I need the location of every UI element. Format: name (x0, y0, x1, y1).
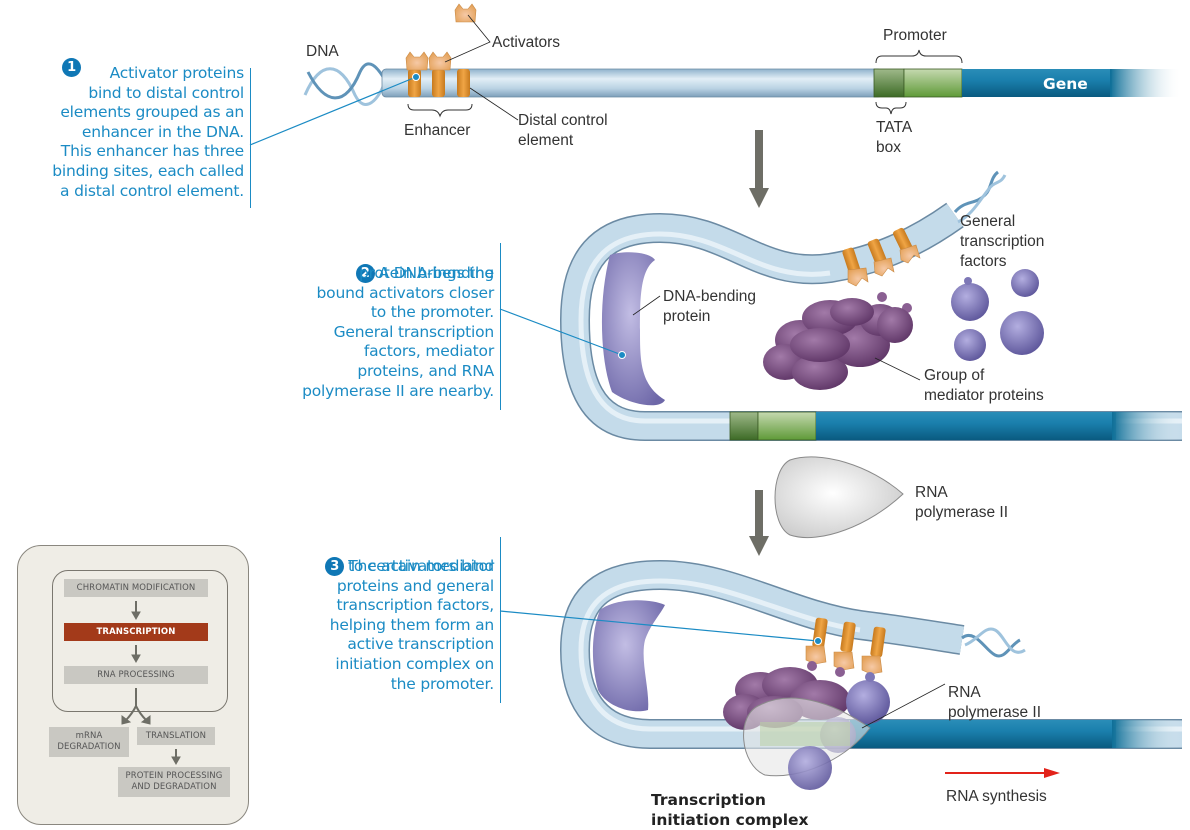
panel-1 (249, 3, 1182, 146)
rna-synthesis-label: RNA synthesis (946, 788, 1047, 805)
panel-3 (499, 559, 1184, 790)
activator-protein (805, 645, 827, 665)
general-transcription-factors (951, 269, 1044, 361)
step-1-number-wrap: 1 (62, 38, 85, 77)
activator-protein (405, 51, 429, 71)
activators-label: Activators (492, 34, 561, 51)
activator-protein (899, 244, 921, 264)
gene-segment (816, 412, 1116, 440)
panel-2 (499, 170, 1184, 539)
step-arrow (749, 490, 769, 556)
gene-segment (850, 720, 1116, 748)
step-3-first-line: The activators bind (348, 556, 494, 575)
step-1-text: Activator proteins bind to distal contro… (52, 64, 244, 200)
step-2-badge: 2 (355, 263, 375, 283)
promoter-segment (903, 68, 963, 98)
distal-control-element (432, 69, 445, 97)
transcription-initiation-complex-label: Transcription initiation complex (651, 791, 809, 829)
rna-synthesis-arrow (945, 768, 1060, 778)
activator-protein (454, 3, 477, 23)
rna-polymerase-label-3: RNA polymerase II (948, 684, 1042, 721)
enhancer-brace (407, 103, 473, 118)
general-transcription-factor (846, 680, 890, 724)
gene-segment (962, 69, 1112, 97)
tata-brace (875, 101, 907, 115)
flow-mrna-degradation: mRNA DEGRADATION (49, 727, 129, 757)
distal-control-element (408, 69, 421, 97)
activator-protein (833, 651, 855, 671)
step-3-bar (500, 537, 501, 703)
dna-bending-protein (601, 252, 665, 406)
rna-polymerase-label: RNA polymerase II (915, 484, 1009, 521)
promoter-brace (875, 49, 963, 64)
step-2-first-line: A DNA-bending (378, 263, 495, 282)
flow-rna-processing: RNA PROCESSING (64, 666, 208, 684)
step-3-text: to certain mediator proteins and general… (329, 557, 494, 693)
flowchart-arrows (121, 601, 181, 766)
mediator-group-label: Group of mediator proteins (924, 367, 1044, 404)
mediator-protein-group (763, 292, 913, 390)
enhancer-label: Enhancer (404, 122, 471, 139)
step-2-text: protein brings the bound activators clos… (302, 264, 494, 400)
step-1-badge: 1 (62, 57, 81, 77)
general-transcription-factors-label: General transcription factors (960, 213, 1045, 270)
activator-protein (428, 51, 452, 71)
activator-protein (873, 257, 895, 277)
activator-protein (847, 267, 869, 287)
dna-bending-protein (592, 600, 665, 712)
gene-expression-flowchart: CHROMATIN MODIFICATION TRANSCRIPTION RNA… (17, 545, 249, 825)
rna-polymerase-ii (774, 456, 904, 539)
flow-transcription: TRANSCRIPTION (64, 623, 208, 641)
distal-control-element (457, 69, 470, 97)
distal-control-element-label: Distal control element (518, 112, 608, 149)
step-arrow (749, 130, 769, 208)
tata-box-label: TATA box (876, 119, 913, 156)
promoter-label: Promoter (883, 27, 947, 44)
activator-protein (861, 655, 883, 675)
dna-bending-protein-label: DNA-bending protein (663, 288, 757, 325)
tata-box-segment (873, 68, 905, 98)
dna-helix-end (303, 67, 387, 106)
tata-box-segment (729, 411, 759, 441)
step-3-badge: 3 (325, 556, 345, 576)
step-2-bar (500, 243, 501, 410)
flow-protein-processing: PROTEIN PROCESSING AND DEGRADATION (118, 767, 230, 797)
gene-label: Gene (1043, 75, 1088, 93)
flow-chromatin-modification: CHROMATIN MODIFICATION (64, 579, 208, 597)
promoter-segment (757, 411, 817, 441)
dna-label: DNA (306, 43, 339, 60)
flow-translation: TRANSLATION (137, 727, 215, 745)
step-1-bar (250, 68, 251, 208)
